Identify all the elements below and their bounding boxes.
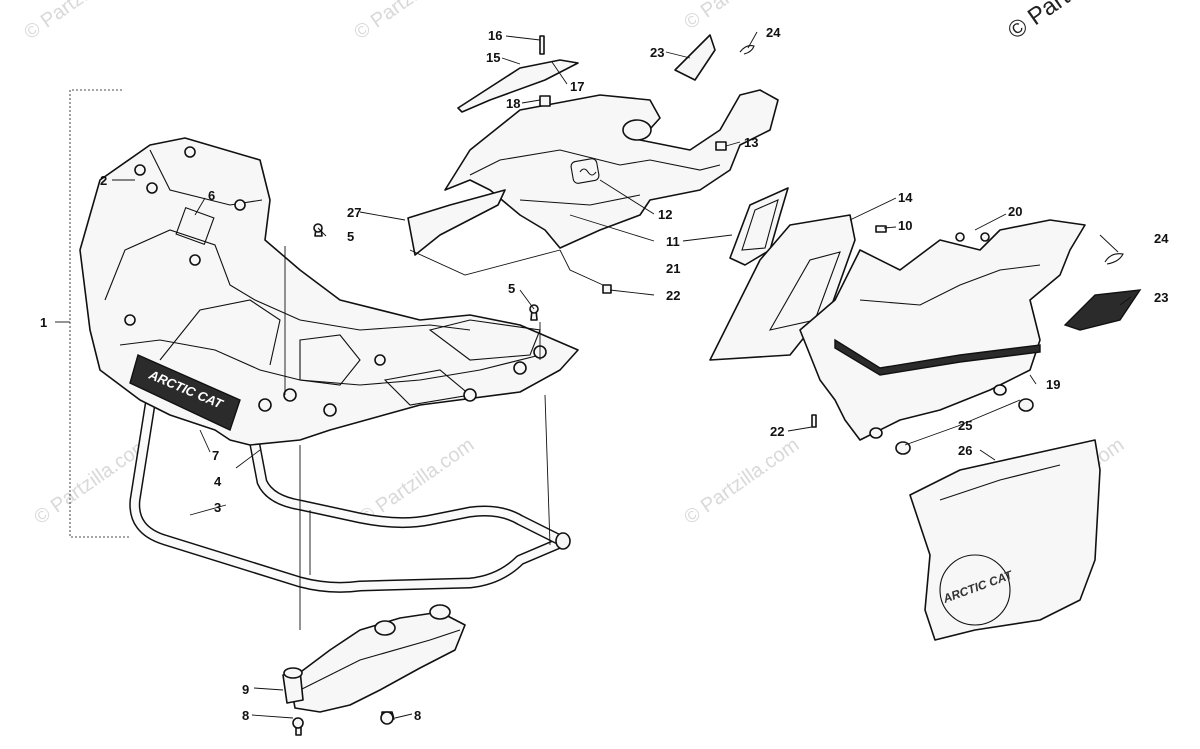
watermark-6: © Partzilla.com xyxy=(680,434,803,529)
callout-11: 11 xyxy=(666,234,680,249)
callout-1: 1 xyxy=(40,315,47,330)
callout-22b: 22 xyxy=(770,424,784,439)
callout-17: 17 xyxy=(570,79,584,94)
lower-panel-assembly: ARCTIC CAT xyxy=(709,187,1142,641)
callouts: 1 2 3 4 5 5 6 7 8 8 9 10 11 12 13 14 15 … xyxy=(40,25,1169,723)
callout-5b: 5 xyxy=(508,281,515,296)
callout-6: 6 xyxy=(208,188,215,203)
handlebar-trim-15 xyxy=(457,59,579,113)
callout-20: 20 xyxy=(1008,204,1022,219)
callout-10: 10 xyxy=(898,218,912,233)
callout-16: 16 xyxy=(488,28,502,43)
callout-21: 21 xyxy=(666,261,680,276)
leader-lines xyxy=(112,31,1132,719)
callout-15: 15 xyxy=(486,50,500,65)
callout-22a: 22 xyxy=(666,288,680,303)
vent-trim-23-top xyxy=(674,34,716,81)
lower-cover xyxy=(909,439,1101,641)
callout-12: 12 xyxy=(658,207,672,222)
bumper-tube xyxy=(129,399,566,593)
front-fascia xyxy=(709,214,856,361)
brand-decal xyxy=(129,354,241,431)
callout-2: 2 xyxy=(100,173,107,188)
watermark-1: © Partzilla.com xyxy=(20,0,143,44)
callout-19: 19 xyxy=(1046,377,1060,392)
front-rack-assembly: ARCTIC CAT xyxy=(55,89,579,736)
callout-23b: 23 xyxy=(1154,290,1168,305)
lower-side-panel xyxy=(799,219,1086,441)
callout-3: 3 xyxy=(214,500,221,515)
knee-panel xyxy=(407,189,506,256)
callout-8b: 8 xyxy=(414,708,421,723)
callout-26: 26 xyxy=(958,443,972,458)
callout-4: 4 xyxy=(214,474,222,489)
side-panel-assembly xyxy=(407,34,779,294)
callout-7: 7 xyxy=(212,448,219,463)
mount-bracket xyxy=(289,611,466,713)
callout-25: 25 xyxy=(958,418,972,433)
callout-18: 18 xyxy=(506,96,520,111)
callout-5a: 5 xyxy=(347,229,354,244)
copyright-notice: © Partzilla xyxy=(1003,0,1109,45)
assembly-bracket xyxy=(69,89,130,538)
callout-27: 27 xyxy=(347,205,361,220)
callout-14: 14 xyxy=(898,190,913,205)
side-panel xyxy=(444,89,779,249)
callout-24a: 24 xyxy=(766,25,781,40)
panel-stripe xyxy=(834,338,1041,376)
watermark-2: © Partzilla.com xyxy=(350,0,473,44)
vent-grille xyxy=(1063,289,1142,331)
headlight-lens xyxy=(729,187,789,266)
callout-8a: 8 xyxy=(242,708,249,723)
callout-13: 13 xyxy=(744,135,758,150)
watermark-3: © Partzilla.com xyxy=(680,0,803,34)
callout-23a: 23 xyxy=(650,45,664,60)
callout-9: 9 xyxy=(242,682,249,697)
callout-24b: 24 xyxy=(1154,231,1169,246)
